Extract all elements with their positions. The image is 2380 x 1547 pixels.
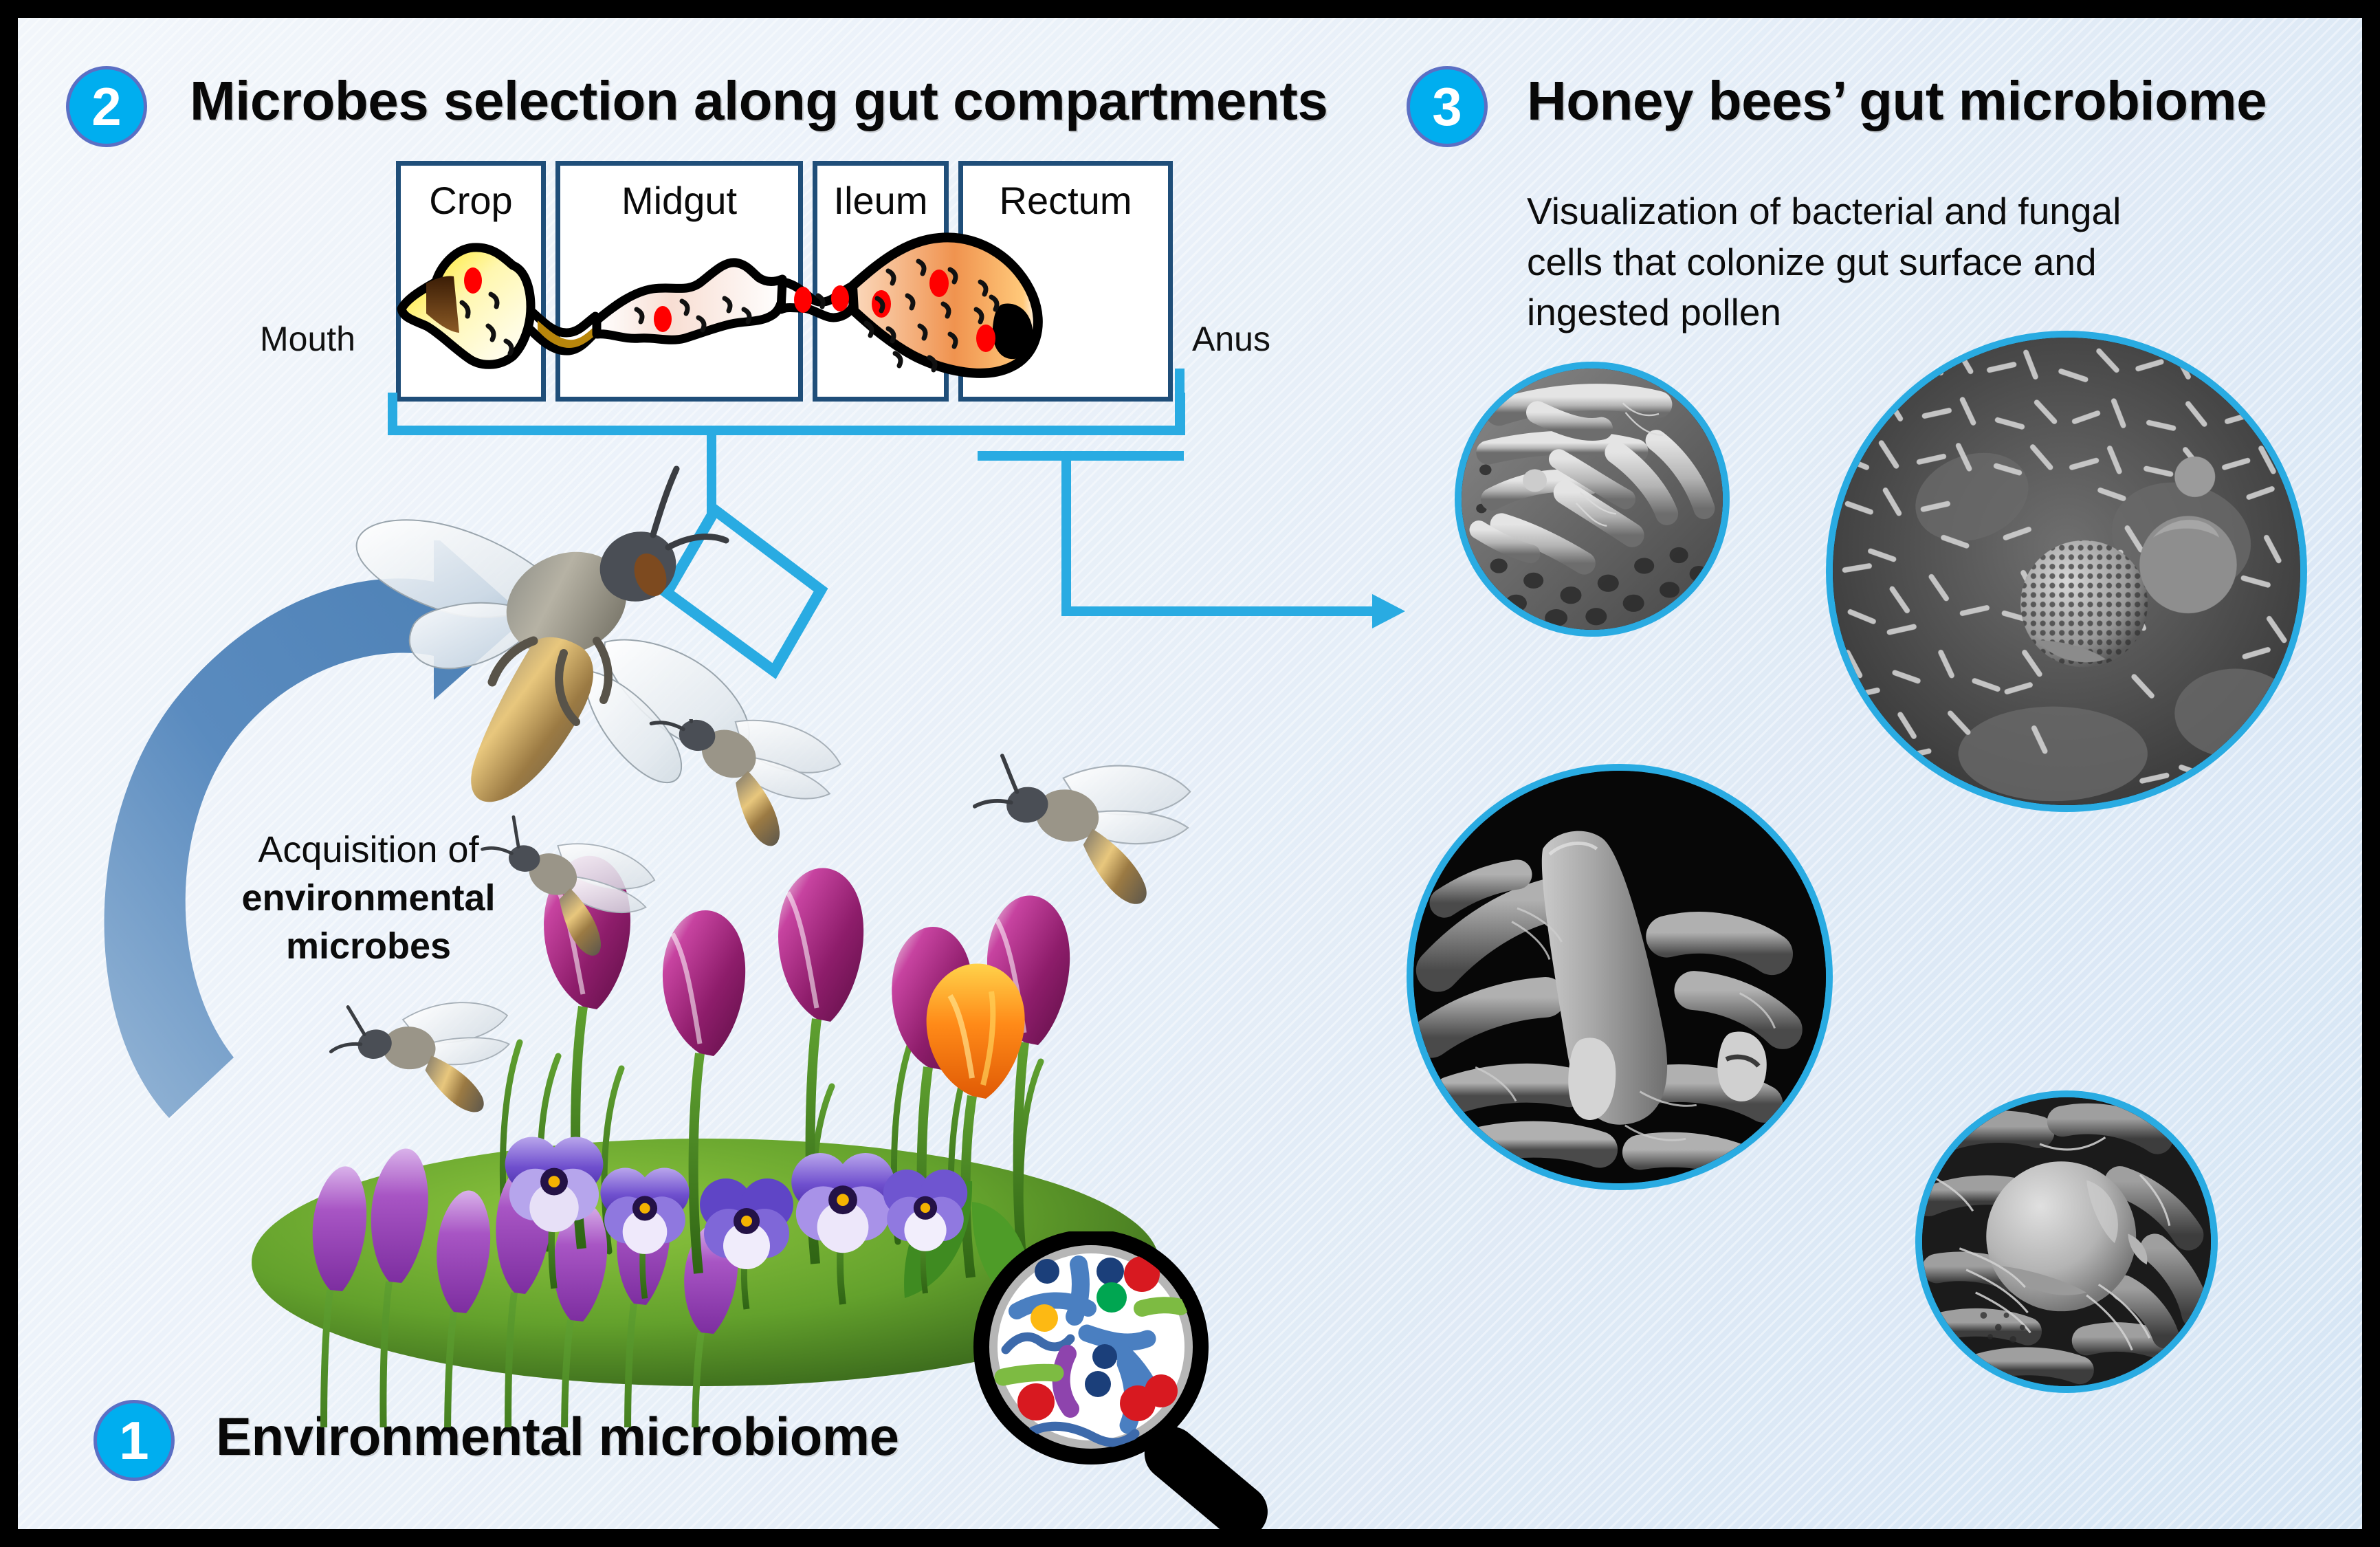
pansy-cluster	[505, 1137, 968, 1310]
connector-s3-horizontal-b	[1061, 606, 1385, 616]
environment-scene	[252, 719, 1191, 1427]
connector-bracket-bottom	[388, 426, 1185, 435]
acquisition-line-2: environmental	[241, 877, 496, 919]
pollen-grain-1	[2020, 540, 2148, 668]
microbe-illustrations	[994, 1255, 1189, 1447]
bee-small-2	[649, 719, 841, 846]
connector-bracket-to-bee	[707, 426, 716, 515]
sem-rods-on-porous-gut-surface	[1455, 362, 1730, 637]
connector-bracket-left	[388, 393, 397, 434]
magnifying-glass-microbes	[973, 1231, 1268, 1529]
sem-dense-rod-lawn-with-pollen	[1826, 331, 2307, 812]
bee-small-3	[972, 754, 1191, 904]
sem-large-rod-closeup	[1407, 764, 1833, 1190]
pollen-grain-2	[2139, 516, 2237, 613]
bee-small-4	[481, 815, 656, 956]
acquisition-arrow	[104, 540, 527, 1118]
sem-spherical-fungal-cell	[1915, 1090, 2218, 1393]
section-badge-2: 2	[66, 66, 147, 147]
gut-label-ileum: Ileum	[833, 179, 928, 222]
connector-s3-horizontal-a	[978, 451, 1184, 461]
figure-canvas: 2 Microbes selection along gut compartme…	[18, 18, 2362, 1529]
gut-label-mouth: Mouth	[260, 320, 355, 358]
section-badge-1: 1	[93, 1400, 175, 1481]
section-title-2: Microbes selection along gut compartment…	[190, 70, 1328, 131]
gut-label-rectum: Rectum	[999, 179, 1132, 222]
gut-compartment-diagram: Crop Midgut Ileum Rectum	[396, 161, 1173, 402]
gut-box-midgut: Midgut	[555, 161, 803, 402]
gut-box-rectum: Rectum	[958, 161, 1173, 402]
section-badge-2-number: 2	[91, 76, 122, 137]
section-badge-3-number: 3	[1432, 76, 1462, 137]
honey-bee-large	[355, 465, 750, 802]
gut-box-ileum: Ileum	[813, 161, 949, 402]
acquisition-line-1: Acquisition of	[258, 829, 479, 870]
section-title-1: Environmental microbiome	[216, 1406, 899, 1467]
section-title-3: Honey bees’ gut microbiome	[1527, 70, 2267, 131]
gut-label-crop: Crop	[429, 179, 513, 222]
acquisition-line-3: microbes	[285, 925, 452, 967]
bee-abdomen-highlight	[659, 502, 828, 679]
gut-label-midgut: Midgut	[621, 179, 738, 222]
pollen-grain-3	[2174, 456, 2216, 497]
section-badge-1-number: 1	[119, 1410, 149, 1471]
acquisition-label: Acquisition of environmental microbes	[224, 826, 513, 971]
connector-s3-vertical-b	[1061, 451, 1071, 615]
magnifier-handle	[1144, 1426, 1268, 1529]
bee-small-1	[329, 1002, 511, 1112]
section-badge-3: 3	[1407, 66, 1488, 147]
section-3-body-text: Visualization of bacterial and fungal ce…	[1527, 190, 2122, 334]
gut-label-anus: Anus	[1192, 320, 1270, 358]
connector-s3-vertical-a	[1175, 369, 1185, 430]
connector-s3-arrowhead	[1372, 594, 1405, 628]
gut-box-crop: Crop	[396, 161, 546, 402]
